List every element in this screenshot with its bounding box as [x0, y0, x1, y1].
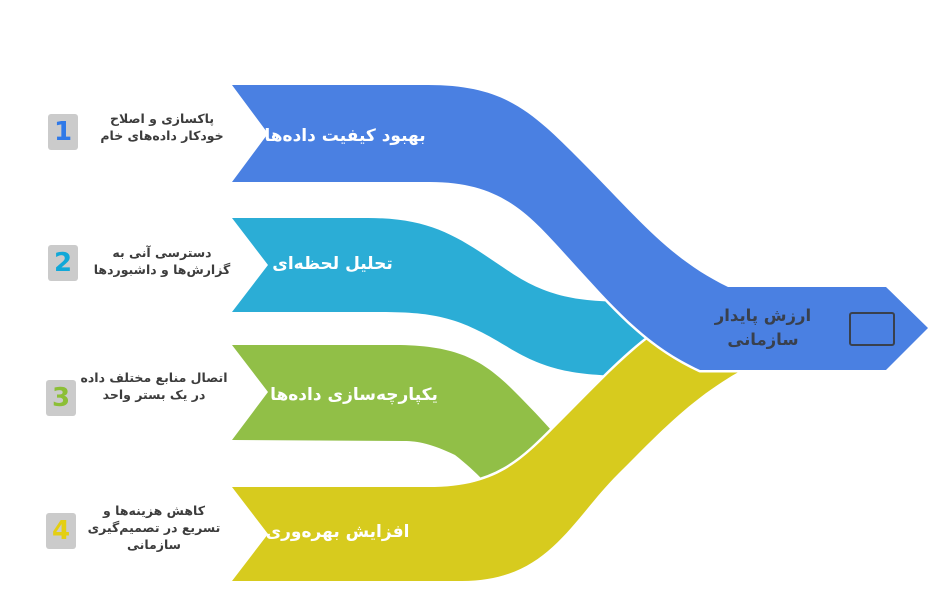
band-label-data-quality: بهبود کیفیت داده‌ها [264, 126, 426, 146]
step-badge-2: 2 [48, 245, 78, 281]
step-desc-1: پاکسازی و اصلاح خودکار داده‌های خام [100, 111, 224, 143]
step-number-4: 4 [51, 516, 71, 546]
band-label-productivity: افزایش بهره‌وری [265, 522, 410, 542]
band-label-data-integration: یکپارچه‌سازی داده‌ها [270, 385, 438, 405]
step-desc-2: دسترسی آنی به گزارش‌ها و داشبوردها [93, 245, 231, 277]
band-label-realtime-analysis: تحلیل لحظه‌ای [272, 254, 393, 274]
step-badge-3: 3 [46, 380, 76, 416]
step-number-3: 3 [51, 383, 71, 413]
step-desc-3: اتصال منابع مختلف داده در یک بستر واحد [80, 370, 228, 402]
step-badge-4: 4 [46, 513, 76, 549]
result-box-icon [849, 312, 895, 346]
step-badge-1: 1 [48, 114, 78, 150]
result-label-line1: ارزش پایدار [714, 306, 812, 325]
step-desc-4: کاهش هزینه‌ها و تسریع در تصمیم‌گیری سازم… [87, 503, 221, 552]
result-label-line2: سازمانی [727, 329, 799, 349]
step-number-2: 2 [53, 248, 73, 278]
ribbon-data-quality-and-result-arrow [229, 82, 931, 373]
result-label: ارزش پایدار سازمانی [688, 304, 838, 352]
step-number-1: 1 [53, 117, 73, 147]
